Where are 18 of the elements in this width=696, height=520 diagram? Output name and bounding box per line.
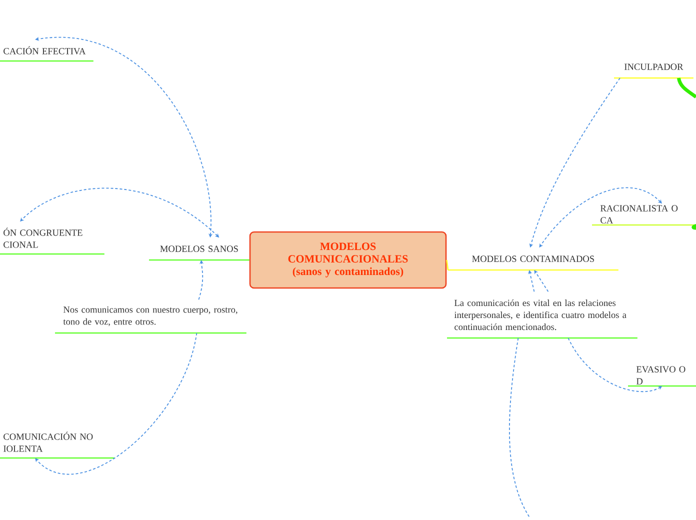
topic-label: CACIÓN EFECTIVA xyxy=(0,46,94,62)
topic-label: INCULPADOR xyxy=(614,64,694,79)
note-text: Nos comunicamos con nuestro cuerpo, rostro, tono de voz, entre otros. xyxy=(55,306,246,334)
dashed-arrow xyxy=(528,270,535,292)
dashed-line xyxy=(508,338,530,518)
topic-label: EVASIVO O D xyxy=(628,366,696,387)
dashed-arrow xyxy=(35,332,198,474)
dashed-arrow xyxy=(534,270,549,292)
note-text: La comunicación es vital en las relaciones interpersonales, e identifica cuatro modelos a continuación mencionados. xyxy=(447,300,638,339)
topic-label: MODELOS CONTAMINADOS xyxy=(448,256,618,271)
central-topic-box: MODELOS COMUNICACIONALES (sanos y contaminados) xyxy=(249,231,447,289)
branch-line xyxy=(677,78,696,98)
topic-label: MODELOS SANOS xyxy=(149,246,250,261)
topic-label: COMUNICACIÓN NO IOLENTA xyxy=(0,432,114,459)
connector-line xyxy=(446,260,449,270)
topic-label: ÓN CONGRUENTE CIONAL xyxy=(0,228,104,255)
topic-label: RACIONALISTA O CA xyxy=(592,205,696,226)
branch-line xyxy=(692,223,696,230)
